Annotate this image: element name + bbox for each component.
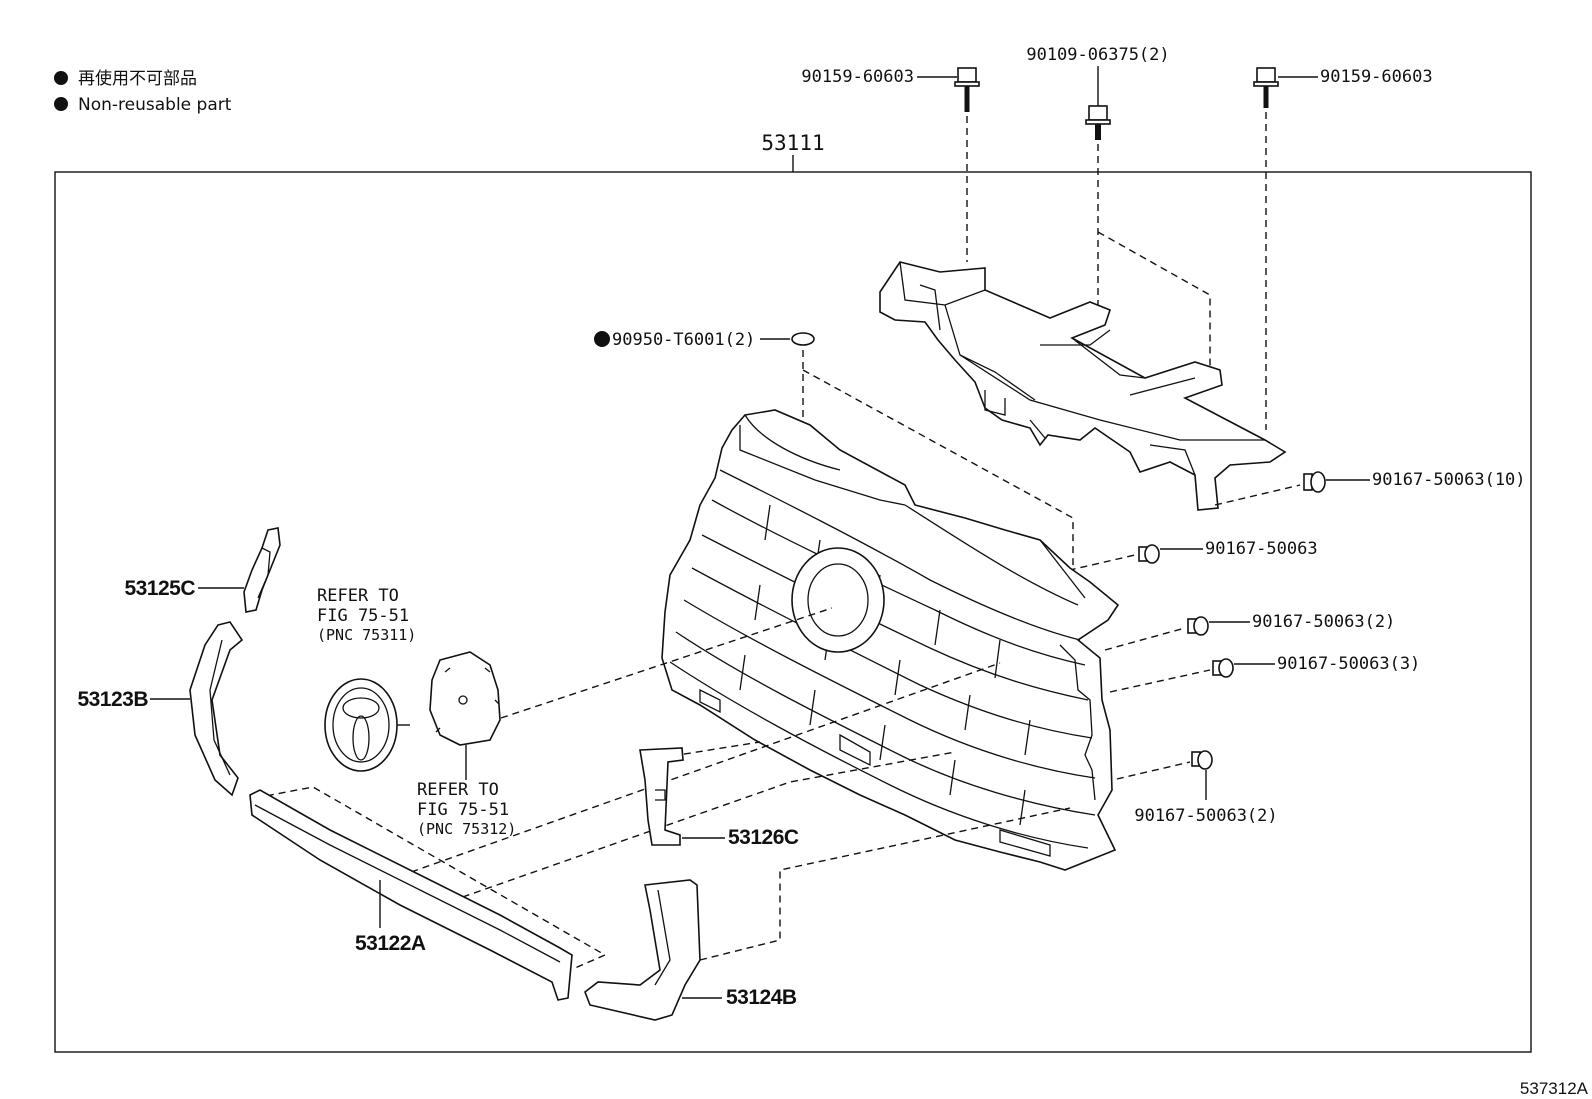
legend-jp: 再使用不可部品 bbox=[78, 68, 197, 89]
clip-10[interactable]: 90167-50063(10) bbox=[1214, 470, 1526, 506]
refer1-line2: FIG 75-51 bbox=[317, 606, 409, 626]
seal-label: 90950-T6001(2) bbox=[612, 330, 755, 350]
clip-icon bbox=[1187, 616, 1209, 636]
clip-1-label: 90167-50063 bbox=[1205, 539, 1318, 559]
bolt-left[interactable]: 90159-60603 bbox=[801, 67, 980, 262]
radiator-grille[interactable] bbox=[661, 409, 1120, 871]
bolt-icon bbox=[1085, 105, 1111, 140]
refer2-line1: REFER TO bbox=[417, 780, 499, 800]
emblem-mount bbox=[791, 547, 885, 653]
part-53126c[interactable]: 53126C bbox=[639, 747, 799, 849]
part-53123b-label: 53123B bbox=[77, 688, 148, 711]
refer2-line3: (PNC 75312) bbox=[417, 820, 516, 838]
non-reusable-marker-icon bbox=[54, 97, 68, 111]
clip-icon bbox=[1303, 471, 1326, 493]
bolt-right[interactable]: 90159-60603 bbox=[1253, 67, 1433, 430]
emblem-base-plate[interactable]: REFER TO FIG 75-51 (PNC 75312) bbox=[417, 651, 516, 838]
legend: 再使用不可部品 Non-reusable part bbox=[54, 68, 232, 115]
seal-icon bbox=[791, 332, 815, 346]
part-53125c-label: 53125C bbox=[124, 577, 195, 600]
part-53126c-label: 53126C bbox=[728, 826, 799, 849]
refer1-line3: (PNC 75311) bbox=[317, 626, 416, 644]
non-reusable-marker-icon bbox=[54, 71, 68, 85]
part-53125c[interactable]: 53125C bbox=[124, 527, 281, 613]
bolt-center[interactable]: 90109-06375(2) bbox=[1026, 45, 1211, 372]
seal[interactable]: 90950-T6001(2) bbox=[594, 330, 1074, 582]
non-reusable-marker-icon bbox=[594, 331, 610, 347]
clip-3-label: 90167-50063(3) bbox=[1277, 654, 1420, 674]
bolt-right-label: 90159-60603 bbox=[1320, 67, 1433, 87]
part-53124b-label: 53124B bbox=[726, 986, 797, 1009]
toyota-emblem[interactable]: REFER TO FIG 75-51 (PNC 75311) bbox=[317, 586, 416, 772]
frame-label: 53111 bbox=[761, 131, 824, 155]
clip-icon bbox=[1191, 750, 1213, 770]
part-53122a[interactable]: 53122A bbox=[249, 789, 573, 1001]
clip-2a-label: 90167-50063(2) bbox=[1252, 612, 1395, 632]
refer1-line1: REFER TO bbox=[317, 586, 399, 606]
illustration-code: 537312A bbox=[1520, 1079, 1589, 1098]
clip-3[interactable]: 90167-50063(3) bbox=[1109, 654, 1420, 693]
grille-support-bracket[interactable] bbox=[879, 261, 1287, 511]
clip-10-label: 90167-50063(10) bbox=[1372, 470, 1526, 490]
refer2-line2: FIG 75-51 bbox=[417, 800, 509, 820]
clip-2b-label: 90167-50063(2) bbox=[1134, 806, 1277, 826]
part-53124b[interactable]: 53124B bbox=[584, 879, 797, 1021]
part-53123b[interactable]: 53123B bbox=[77, 621, 244, 797]
clip-2a[interactable]: 90167-50063(2) bbox=[1104, 612, 1395, 651]
clip-icon bbox=[1138, 544, 1160, 564]
bolt-left-label: 90159-60603 bbox=[801, 67, 914, 87]
part-53122a-label: 53122A bbox=[355, 932, 426, 955]
clip-icon bbox=[1212, 658, 1234, 678]
bolt-center-label: 90109-06375(2) bbox=[1026, 45, 1169, 65]
bolt-icon bbox=[1253, 67, 1279, 108]
clip-2b[interactable]: 90167-50063(2) bbox=[1034, 750, 1278, 826]
legend-en: Non-reusable part bbox=[78, 95, 232, 115]
bolt-icon bbox=[954, 67, 980, 112]
